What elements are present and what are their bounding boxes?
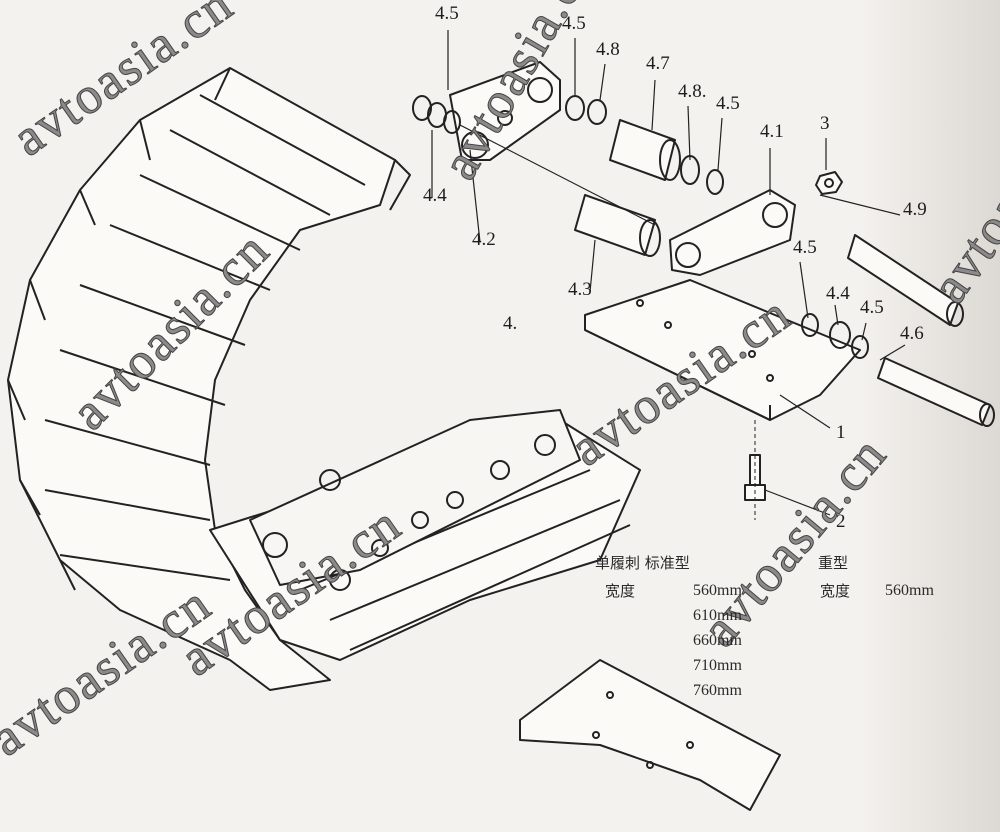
callout-4-3: 4.3 [568,279,592,300]
track-link-left [449,61,561,161]
leader-lines [431,30,906,516]
standard-width: 560mm [693,582,742,599]
track-shoe-loop [7,67,411,691]
callout-4-5: 4.5 [562,13,586,34]
pin-4-9 [847,234,964,327]
track-link-right [669,189,796,276]
callout-4-4: 4.4 [826,283,850,304]
seal-rings-lower [801,313,869,359]
lower-track-section [209,409,641,661]
callout-4: 4. [503,313,518,334]
callout-4-9: 4.9 [903,199,927,220]
callout-4-6: 4.6 [900,323,924,344]
standard-width: 610mm [693,607,742,624]
callout-4-8: 4.8. [678,81,707,102]
callout-4-5: 4.5 [793,237,817,258]
bushing-4-7 [609,119,681,181]
callout-4-5: 4.5 [860,297,884,318]
seal-rings-left [412,95,607,134]
heavy-width-label: 宽度 [820,582,851,600]
standard-width: 660mm [693,632,742,649]
callout-4-2: 4.2 [472,229,496,250]
callout-4-8: 4.8 [596,39,620,60]
standard-width: 710mm [693,657,742,674]
width-label: 宽度 [605,582,636,600]
heavy-width: 560mm [885,582,934,599]
callout-2: 2 [836,511,846,532]
callout-4-5: 4.5 [435,3,459,24]
heavy-track-shoe [519,659,781,811]
callout-4-1: 4.1 [760,121,784,142]
seal-rings-right [680,155,724,195]
nut-3 [815,171,843,195]
heavy-type-heading: 重型 [818,554,849,572]
callout-3: 3 [820,113,830,134]
callout-1: 1 [836,422,846,443]
callout-4-7: 4.7 [646,53,670,74]
track-shoe-1 [584,279,861,421]
bolt-2 [744,420,766,520]
pin-4-6 [877,357,995,427]
bushing-4-3 [574,194,661,257]
callout-4-4: 4.4 [423,185,447,206]
callout-4-5: 4.5 [716,93,740,114]
standard-width: 760mm [693,682,742,699]
standard-type-heading: 单履刺 标准型 [595,554,690,572]
